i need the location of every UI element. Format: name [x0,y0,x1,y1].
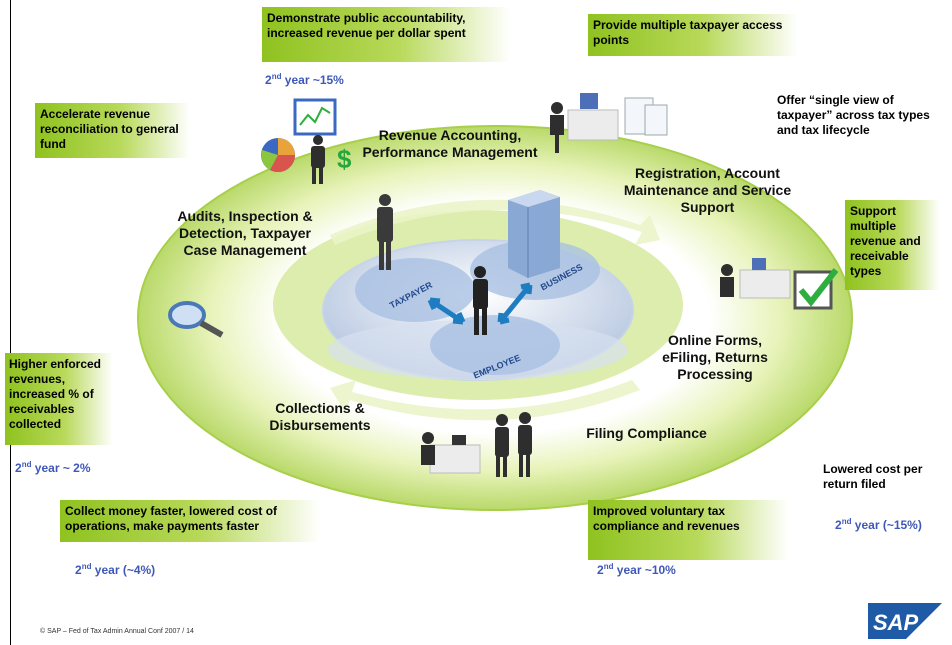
sap-logo: SAP [868,603,942,639]
double-arrow-left [427,297,466,325]
outer-ring-edge [137,125,853,511]
svg-text:SAP: SAP [873,610,919,635]
metric-lowered-cost: 2nd year (~15%) [835,517,922,532]
outcome-accelerate: Accelerate revenue reconciliation to gen… [35,103,190,158]
metric-voluntary: 2nd year ~10% [597,562,676,577]
process-revenue-accounting: Revenue Accounting, Performance Manageme… [362,127,538,160]
outcome-enforced: Higher enforced revenues, increased % of… [5,353,113,445]
employee-segment [430,315,560,375]
outcome-collect-faster: Collect money faster, lowered cost of op… [60,500,320,542]
process-registration: Registration, Account Maintenance and Se… [623,165,792,215]
magnifier-icon [168,301,224,338]
footer-copyright: © SAP – Fed of Tax Admin Annual Conf 200… [40,628,194,635]
process-audits: Audits, Inspection & Detection, Taxpayer… [177,208,313,258]
metric-enforced: 2nd year ~ 2% [15,460,91,475]
checkmark-icon [793,268,839,310]
chart-board-icon [293,98,337,136]
metric-accountability: 2nd year ~15% [265,72,344,87]
workstation-icon [720,258,791,299]
outcome-single-view: Offer “single view of taxpayer” across t… [777,93,930,137]
server-icon [508,190,560,278]
outcome-access-points: Provide multiple taxpayer access points [588,14,798,56]
process-collections: Collections & Disbursements [269,400,371,433]
left-border-line [10,0,11,645]
presenter-figure [311,135,325,184]
employee-person-figure [473,266,488,335]
outcome-accountability: Demonstrate public accountability, incre… [262,7,510,62]
two-people-figure [495,412,532,477]
taxpayer-person-figure [377,194,393,270]
double-arrow-right [497,282,533,325]
taxpayer-segment [355,258,475,322]
pie-chart-icon [261,138,295,173]
cycle-arrow-bottom [330,380,640,421]
outcome-voluntary: Improved voluntary tax compliance and re… [588,500,788,560]
outcome-multiple-types: Support multiple revenue and receivable … [845,200,940,290]
metric-collect-faster: 2nd year (~4%) [75,562,156,577]
process-online-forms: Online Forms, eFiling, Returns Processin… [662,332,768,382]
cycle-arrow-top [330,199,660,245]
dollar-icon: $ [337,144,352,174]
phone-desk-icon [421,432,481,474]
outcome-lowered-cost: Lowered cost per return filed [823,462,923,491]
computer-desk-icon [550,93,668,153]
process-filing: Filing Compliance [586,425,707,441]
